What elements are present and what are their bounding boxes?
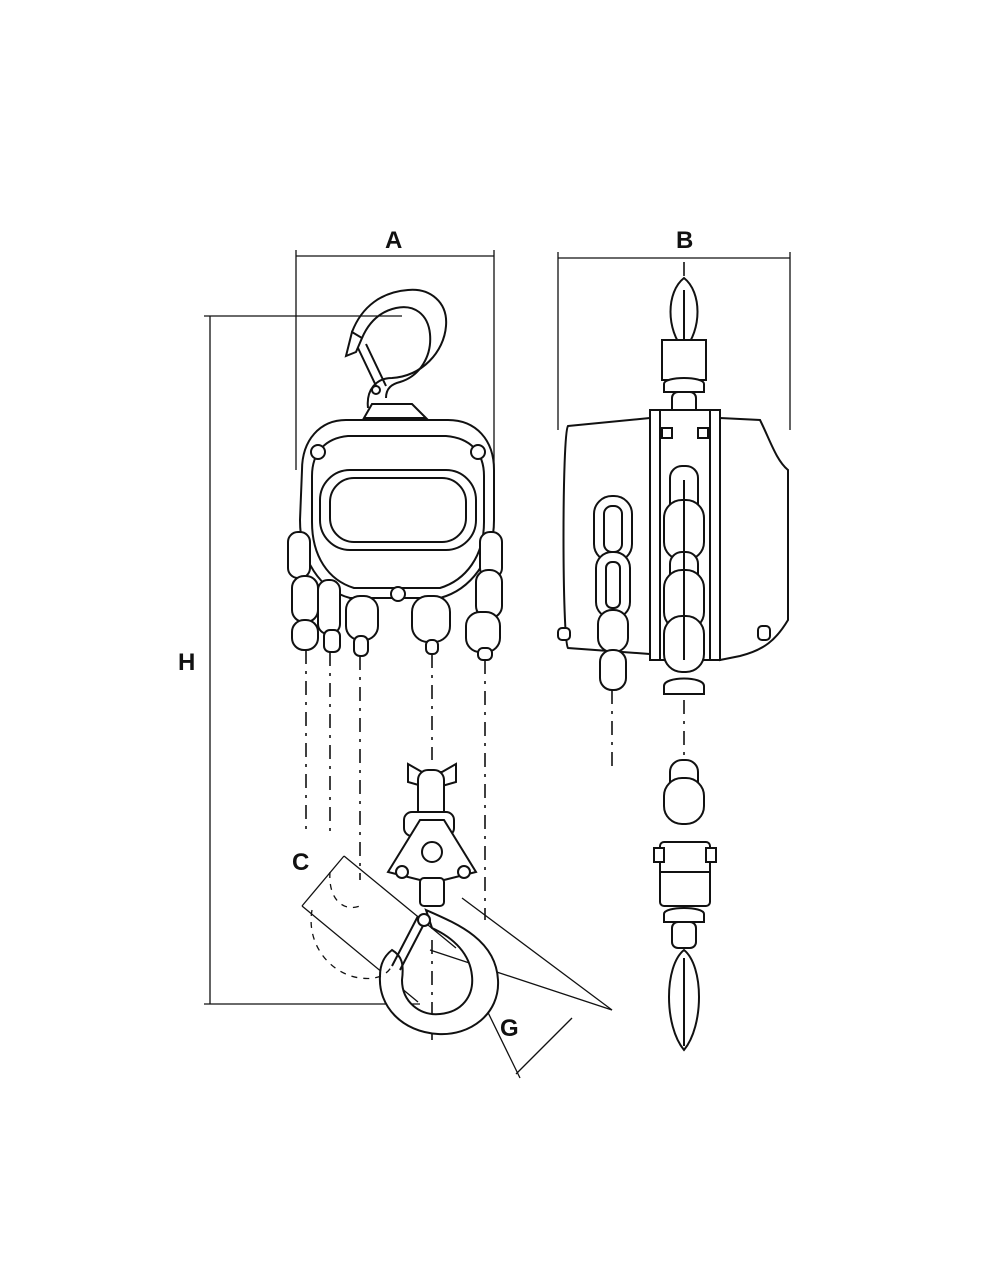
dimension-b: B xyxy=(557,227,791,430)
front-view-chains-below-body xyxy=(287,531,503,661)
dimension-label-c: C xyxy=(292,849,309,876)
front-view-bottom-hook xyxy=(310,871,500,1036)
side-view-load-chain xyxy=(663,465,705,825)
dimension-label-g: G xyxy=(500,1015,519,1042)
dimension-label-b: B xyxy=(676,227,693,254)
front-view-top-hook xyxy=(344,288,448,419)
dimension-label-a: A xyxy=(385,227,402,254)
dimension-h: H xyxy=(178,315,420,1005)
front-view-bottom-hook-block xyxy=(386,762,478,907)
dimension-label-h: H xyxy=(178,649,195,676)
side-view-bottom-hook-block xyxy=(653,841,717,1052)
side-view-hand-chain xyxy=(593,495,633,772)
front-view-hoist-body xyxy=(298,419,495,602)
side-view-top-hook xyxy=(661,262,707,423)
dimension-a: A xyxy=(295,227,495,470)
